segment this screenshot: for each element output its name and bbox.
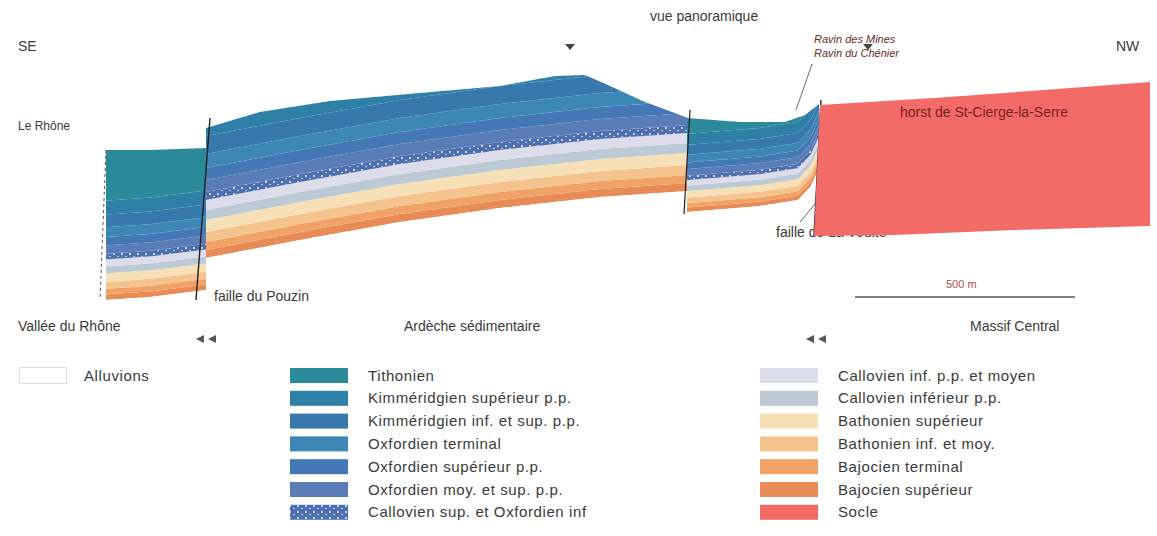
legend-swatch bbox=[290, 414, 348, 429]
legend-label: Oxfordien moy. et sup. p.p. bbox=[368, 482, 563, 497]
fault-line bbox=[684, 110, 690, 214]
view-marker bbox=[565, 44, 575, 50]
legend-swatch bbox=[290, 505, 348, 520]
legend-label: Bathonien supérieur bbox=[838, 413, 984, 428]
legend-outline bbox=[20, 368, 66, 383]
legend-label: Socle bbox=[838, 504, 879, 519]
legend-label: Bajocien terminal bbox=[838, 459, 963, 474]
legend-swatch bbox=[20, 368, 66, 383]
map-label: vue panoramique bbox=[650, 8, 758, 24]
legend-swatch bbox=[760, 459, 818, 474]
legend-label: Bajocien supérieur bbox=[838, 482, 973, 497]
basement-horst: horst de St-Cierge-la-Serre bbox=[814, 80, 1154, 240]
legend-swatch bbox=[290, 482, 348, 497]
region-arrow bbox=[196, 335, 216, 343]
rock-layer bbox=[206, 49, 688, 136]
legend-label: Callovien sup. et Oxfordien inf bbox=[368, 504, 587, 519]
legend-swatch bbox=[760, 414, 818, 429]
map-label: Ravin des Mines bbox=[814, 33, 895, 46]
legend-swatch bbox=[290, 368, 348, 383]
legend-swatch bbox=[760, 436, 818, 451]
region-label: Ardèche sédimentaire bbox=[404, 318, 540, 334]
swatch-texture bbox=[290, 505, 348, 520]
region-arrow bbox=[806, 335, 826, 343]
legend-label: Callovien inf. p.p. et moyen bbox=[838, 368, 1036, 383]
scale-label: 500 m bbox=[946, 278, 977, 291]
map-label: NW bbox=[1116, 38, 1139, 54]
legend-swatch bbox=[290, 391, 348, 406]
legend-swatch bbox=[760, 482, 818, 497]
legend-label: Alluvions bbox=[84, 368, 149, 383]
region-label: Vallée du Rhône bbox=[18, 318, 120, 334]
legend-label: Kimméridgien supérieur p.p. bbox=[368, 390, 572, 405]
rock-layer bbox=[106, 9, 206, 201]
legend-swatch bbox=[760, 391, 818, 406]
fault-line bbox=[196, 118, 210, 300]
rock-block bbox=[687, 0, 819, 212]
legend-label: Oxfordien supérieur p.p. bbox=[368, 459, 543, 474]
legend-label: Callovien inférieur p.p. bbox=[838, 390, 1002, 405]
legend-swatch bbox=[760, 368, 818, 383]
region-label: Massif Central bbox=[970, 318, 1059, 334]
legend-swatch bbox=[290, 436, 348, 451]
legend-swatch bbox=[760, 505, 818, 520]
map-label: Ravin du Chénier bbox=[814, 47, 899, 60]
legend-label: Kimméridgien inf. et sup. p.p. bbox=[368, 413, 580, 428]
legend-label: Bathonien inf. et moy. bbox=[838, 436, 995, 451]
leader-line bbox=[796, 64, 812, 110]
horst-label: horst de St-Cierge-la-Serre bbox=[884, 104, 1084, 121]
section-edge bbox=[100, 150, 106, 300]
rock-block bbox=[106, 9, 206, 300]
map-label: faille du Pouzin bbox=[214, 288, 309, 304]
legend-label: Oxfordien terminal bbox=[368, 436, 501, 451]
basement-fill bbox=[814, 82, 1150, 236]
map-label: SE bbox=[18, 38, 37, 54]
legend-swatch bbox=[290, 459, 348, 474]
legend-label: Tithonien bbox=[368, 368, 435, 383]
rock-block bbox=[206, 0, 688, 258]
map-label: Le Rhône bbox=[18, 120, 70, 134]
leader-line bbox=[800, 204, 815, 222]
scale-bar bbox=[855, 296, 1075, 298]
rock-layer bbox=[206, 0, 688, 116]
